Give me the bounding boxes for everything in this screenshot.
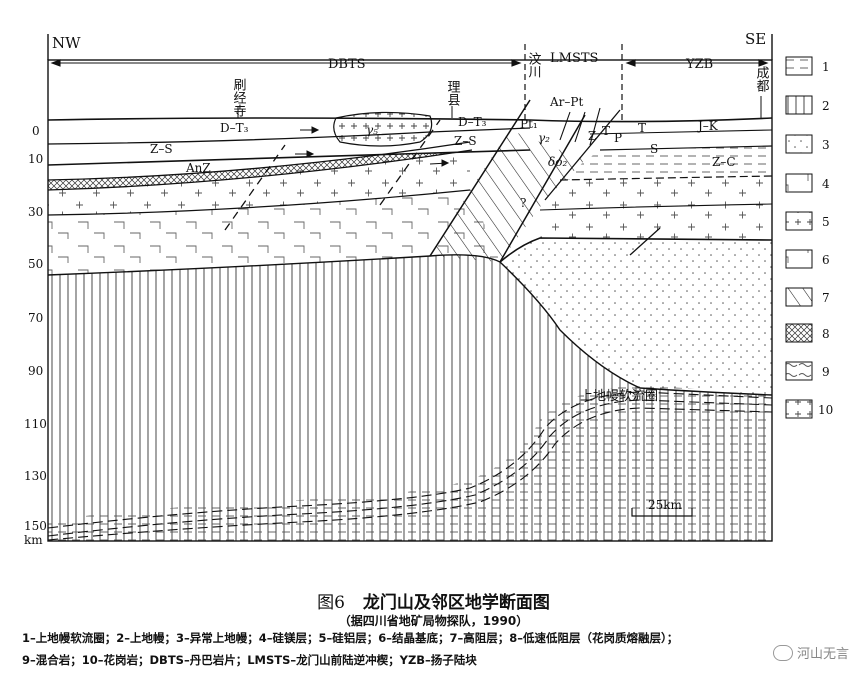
svg-text:Z–C: Z–C	[712, 155, 736, 169]
zone-yzb: YZB	[685, 57, 713, 72]
legend-text-line-2: 9–混合岩；10–花岗岩；DBTS–丹巴岩片；LMSTS–龙门山前陆逆冲楔；YZ…	[22, 653, 477, 667]
place-shuajingsi: 刷经寺	[231, 78, 247, 117]
figure-caption: 图6 龙门山及邻区地学断面图	[0, 588, 867, 613]
svg-text:150: 150	[24, 519, 47, 533]
svg-text:90: 90	[28, 364, 43, 378]
section-layers	[48, 60, 772, 541]
svg-text:S: S	[650, 142, 658, 156]
legend-num-3: 3	[822, 138, 830, 152]
legend-num-5: 5	[822, 215, 830, 229]
svg-text:25km: 25km	[648, 498, 683, 512]
svg-text:γ₅: γ₅	[366, 123, 378, 137]
legend-num-1: 1	[822, 60, 830, 74]
zone-arrows	[50, 59, 769, 67]
place-wenchuan: 汶川	[526, 51, 542, 78]
direction-se: SE	[745, 30, 766, 48]
scale-bar: 25km	[631, 498, 693, 517]
svg-text:AnZ: AnZ	[185, 161, 211, 175]
svg-text:?: ?	[520, 196, 526, 210]
svg-text:30: 30	[28, 205, 43, 219]
place-chengdu: 成都	[754, 66, 770, 92]
svg-text:110: 110	[24, 417, 47, 431]
legend: 1 2 3 4 5 6 7 8 9 10	[785, 56, 833, 419]
sialic-layer-east	[540, 176, 772, 240]
direction-nw: NW	[52, 34, 81, 52]
svg-text:T: T	[638, 121, 646, 135]
svg-text:Z–S: Z–S	[150, 142, 173, 156]
figure-source: （据四川省地矿局物探队，1990）	[338, 614, 529, 628]
legend-num-10: 10	[818, 403, 833, 417]
motion-arrows	[295, 126, 450, 167]
svg-text:0: 0	[32, 124, 40, 138]
svg-text:D–T₃: D–T₃	[220, 121, 249, 135]
legend-num-4: 4	[822, 177, 830, 191]
legend-num-8: 8	[822, 327, 830, 341]
svg-text:γ₂: γ₂	[538, 131, 550, 145]
svg-text:Z–S: Z–S	[454, 134, 477, 148]
svg-text:T: T	[602, 124, 610, 138]
zone-dbts: DBTS	[328, 57, 366, 72]
svg-text:130: 130	[24, 469, 47, 483]
svg-text:50: 50	[28, 257, 43, 271]
svg-text:上地幔软流圈: 上地幔软流圈	[580, 389, 658, 404]
section-frame	[47, 59, 773, 542]
anomalous-upper-mantle	[500, 238, 772, 395]
svg-text:Pt₁: Pt₁	[520, 117, 538, 131]
high-resistivity-wedge	[430, 130, 585, 262]
legend-text-line-1: 1–上地幔软流圈；2–上地幔；3–异常上地幔；4–硅镁层；5–硅铝层；6–结晶基…	[22, 631, 679, 645]
figure-number: 图6	[317, 593, 345, 613]
svg-text:km: km	[24, 533, 43, 547]
figure-title: 龙门山及邻区地学断面图	[362, 593, 550, 613]
place-lixian: 理县	[445, 80, 461, 106]
watermark: 河山无言	[772, 643, 849, 662]
svg-text:Ar–Pt: Ar–Pt	[549, 95, 583, 109]
watermark-text: 河山无言	[796, 647, 849, 662]
legend-num-9: 9	[822, 365, 830, 379]
chat-bubble-icon	[772, 644, 793, 661]
svg-text:P: P	[614, 131, 622, 145]
svg-text:70: 70	[28, 311, 43, 325]
zone-lmsts: LMSTS	[550, 51, 598, 66]
low-velocity-layer	[48, 142, 472, 190]
legend-num-7: 7	[822, 291, 830, 305]
svg-text:Z: Z	[588, 129, 596, 143]
svg-text:J–K: J–K	[696, 119, 719, 133]
svg-text:δο₂: δο₂	[548, 155, 567, 169]
legend-num-6: 6	[822, 253, 830, 267]
depth-axis: 0 10 30 50 70 90 110 130 150 km	[24, 124, 47, 547]
asthenosphere-band	[48, 386, 772, 541]
crystalline-basement	[48, 190, 500, 275]
unit-labels: D–T₃ γ₅ D–T₃ Z–S Z–S AnZ Pt₁ γ₂ Ar–Pt Z …	[150, 95, 736, 404]
legend-num-2: 2	[822, 99, 830, 113]
svg-text:10: 10	[28, 152, 43, 166]
svg-text:D–T₃: D–T₃	[458, 115, 487, 129]
